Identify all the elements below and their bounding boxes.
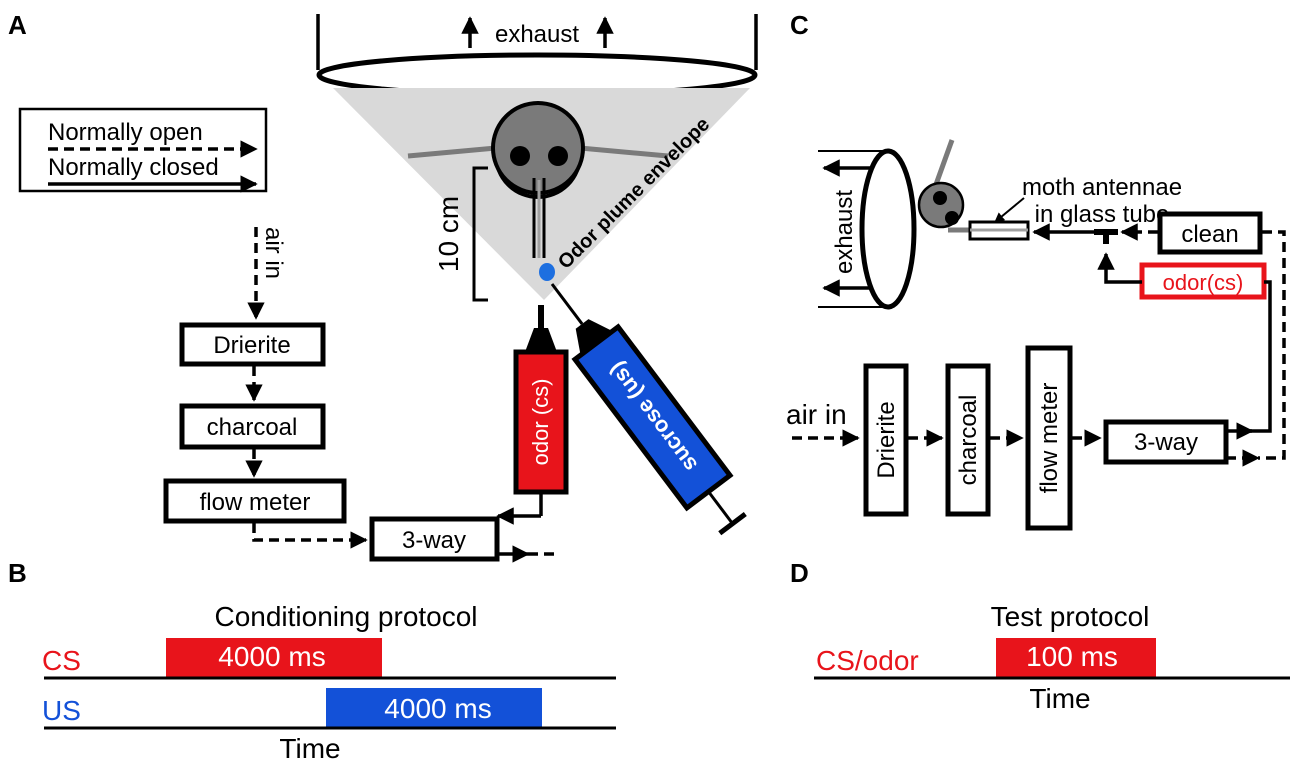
cs-odor-label-d: CS/odor — [816, 645, 919, 676]
panel-label-b: B — [8, 558, 27, 588]
sucrose-droplet — [539, 263, 555, 281]
drierite-box-c — [863, 363, 909, 517]
odor-to-t-line — [1097, 252, 1142, 284]
three-way-to-odor-line — [1240, 280, 1272, 433]
exhaust-label-c: exhaust — [831, 190, 858, 274]
flow-to-3way-a — [252, 523, 368, 549]
three-way-label-c: 3-way — [1134, 429, 1198, 456]
legend-open-label: Normally open — [48, 119, 203, 146]
antennae-label-2: in glass tube — [1035, 201, 1170, 228]
antennae-label-1: moth antennae — [1022, 174, 1182, 201]
time-label-d: Time — [1029, 683, 1090, 714]
legend-closed-label: Normally closed — [48, 154, 219, 181]
flow-meter-label-a: flow meter — [200, 489, 311, 516]
conditioning-title: Conditioning protocol — [214, 601, 477, 632]
us-duration-b: 4000 ms — [384, 693, 491, 724]
legend-box — [18, 107, 268, 193]
moth-eye-c2 — [945, 211, 959, 225]
three-way-to-clean-line — [1258, 230, 1286, 460]
air-in-label-a: air in — [260, 227, 287, 279]
panel-label-c: C — [790, 10, 809, 40]
drierite-label-c: Drierite — [873, 401, 900, 478]
charcoal-label-c: charcoal — [955, 395, 982, 486]
clean-box — [1157, 211, 1263, 255]
moth-eye-right — [548, 146, 568, 166]
us-label-b: US — [42, 695, 81, 726]
moth-head-side — [917, 139, 1000, 233]
panel-label-d: D — [790, 558, 809, 588]
air-in-label-c: air in — [786, 399, 847, 430]
moth-head — [407, 101, 669, 258]
three-way-label-a: 3-way — [402, 527, 466, 554]
distance-bracket — [472, 166, 488, 302]
moth-eye-c1 — [933, 191, 947, 205]
odor-syringe: odor (cs) — [496, 305, 569, 525]
antennae-pointer — [994, 197, 1025, 223]
duration-d: 100 ms — [1026, 641, 1118, 672]
exhaust-label-a: exhaust — [495, 21, 579, 48]
us-bar-b — [326, 688, 542, 728]
cs-label-b: CS — [42, 645, 81, 676]
cs-duration-b: 4000 ms — [218, 641, 325, 672]
odor-label-c: odor(cs) — [1163, 270, 1244, 295]
drierite-box-a — [179, 322, 326, 367]
cs-bar-b — [166, 638, 382, 677]
three-way-box-a — [369, 516, 500, 562]
clean-label: clean — [1181, 221, 1238, 248]
drierite-label-a: Drierite — [213, 332, 290, 359]
odor-syringe-label: odor (cs) — [528, 379, 553, 466]
exhaust-ring-c — [859, 148, 917, 310]
flow-meter-box-c — [1025, 345, 1073, 531]
charcoal-box-a — [179, 403, 326, 450]
time-label-b: Time — [279, 733, 340, 764]
distance-label: 10 cm — [433, 196, 464, 272]
charcoal-box-c — [945, 363, 991, 517]
cs-bar-d — [996, 638, 1156, 677]
flow-meter-box-a — [163, 478, 347, 524]
panel-label-a: A — [8, 10, 27, 40]
flow-meter-label-c: flow meter — [1036, 383, 1063, 494]
three-way-box-c — [1103, 419, 1229, 465]
moth-eye-left — [510, 146, 530, 166]
charcoal-label-a: charcoal — [207, 414, 298, 441]
test-title: Test protocol — [991, 601, 1150, 632]
